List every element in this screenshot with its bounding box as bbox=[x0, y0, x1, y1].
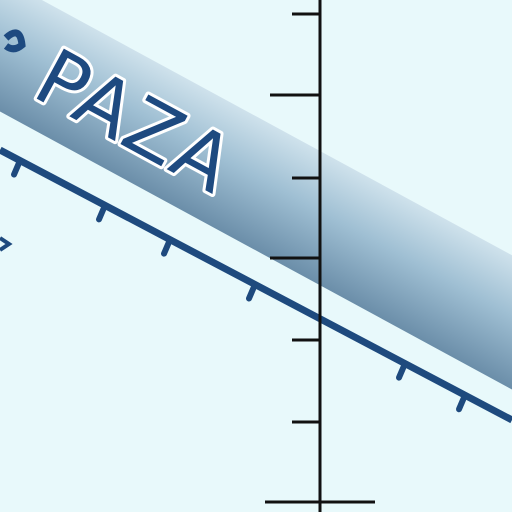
diagonal-band bbox=[0, 0, 512, 393]
band-tick bbox=[396, 360, 408, 381]
left-mark bbox=[0, 236, 13, 252]
band-ticks bbox=[11, 157, 468, 413]
band-tick bbox=[11, 157, 23, 178]
partial-letter bbox=[3, 29, 26, 53]
band-tick bbox=[246, 281, 258, 302]
band-tick bbox=[96, 202, 108, 223]
axis-ticks bbox=[265, 12, 375, 504]
band-tick bbox=[456, 392, 468, 413]
band-tick bbox=[161, 236, 173, 257]
